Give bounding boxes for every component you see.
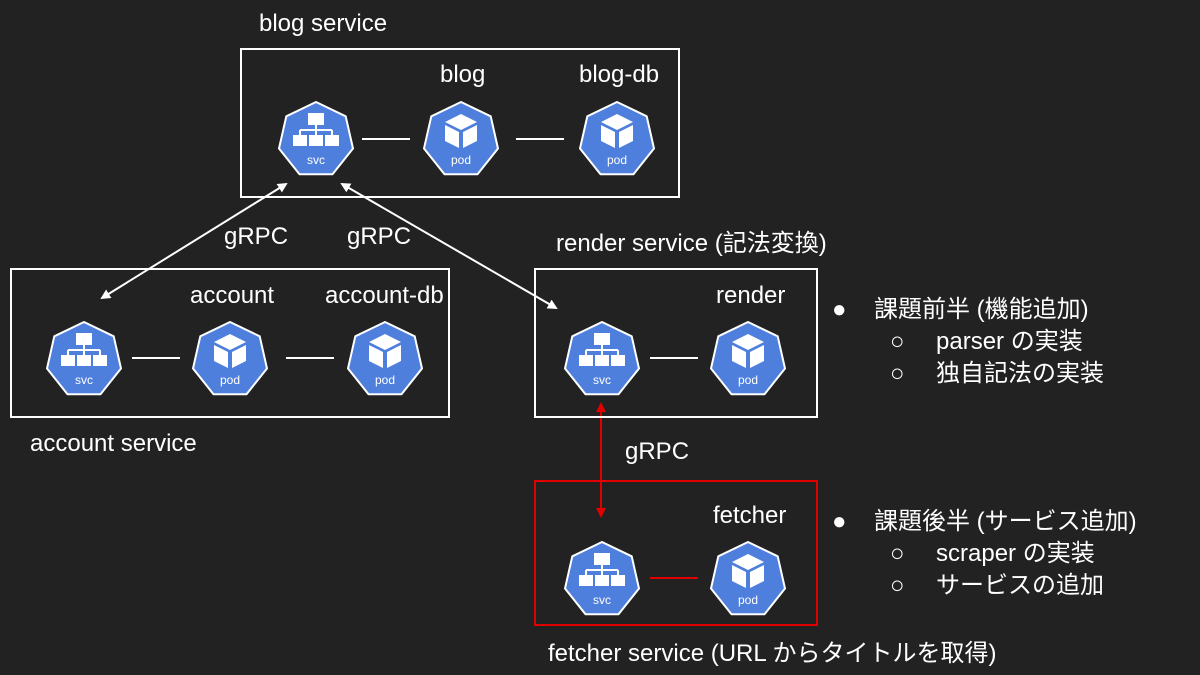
render-pod-label: render	[716, 282, 786, 309]
pod-icon-label: pod	[607, 153, 627, 167]
tasks-first-half-title-row: ● 課題前半 (機能追加)	[832, 294, 1104, 326]
render-blog-grpc-arrow	[340, 182, 558, 310]
fetcher-pod-icon: pod	[708, 538, 788, 618]
account-db-pod-label: account-db	[325, 282, 444, 309]
grpc-label-account-blog: gRPC	[224, 223, 289, 250]
render-svc-icon: svc	[562, 318, 642, 398]
account-pod-label: account	[190, 282, 275, 309]
svc-icon-label: svc	[307, 153, 325, 167]
tasks-second-half: ● 課題後半 (サービス追加) ○ scraper の実装 ○ サービスの追加	[832, 506, 1137, 602]
tasks-second-half-item: ○ scraper の実装	[832, 538, 1137, 570]
bullet-dot: ●	[832, 296, 847, 323]
tasks-second-half-item-text: scraper の実装	[936, 540, 1095, 567]
tasks-first-half-title: 課題前半 (機能追加)	[874, 296, 1089, 323]
tasks-first-half: ● 課題前半 (機能追加) ○ parser の実装 ○ 独自記法の実装	[832, 294, 1104, 390]
svc-icon-label: svc	[593, 373, 611, 387]
blog-service-box	[240, 48, 680, 198]
blog-service-title: blog service	[259, 10, 388, 37]
fetcher-service-box	[534, 480, 818, 626]
bullet-dot: ●	[832, 508, 847, 535]
tasks-second-half-item: ○ サービスの追加	[832, 570, 1137, 602]
blog-pod-label: blog	[440, 61, 486, 88]
pod-icon-label: pod	[375, 373, 395, 387]
account-service-box	[10, 268, 450, 418]
fetcher-service-title: fetcher service (URL からタイトルを取得)	[548, 640, 997, 667]
tasks-first-half-item-text: parser の実装	[936, 328, 1083, 355]
account-pod-icon: pod	[190, 318, 270, 398]
bullet-circle: ○	[890, 360, 905, 387]
account-service-title: account service	[30, 430, 197, 457]
tasks-first-half-item-text: 独自記法の実装	[936, 360, 1104, 387]
account-blog-grpc-arrow	[100, 182, 288, 300]
bullet-circle: ○	[890, 540, 905, 567]
grpc-label-render-fetcher: gRPC	[625, 438, 690, 465]
fetcher-pod-label: fetcher	[713, 502, 787, 529]
blog-pod-icon: pod	[421, 98, 501, 178]
bullet-circle: ○	[890, 328, 905, 355]
render-pod-icon: pod	[708, 318, 788, 398]
svc-icon-label: svc	[593, 593, 611, 607]
render-service-title: render service (記法変換)	[556, 230, 827, 257]
grpc-label-render-blog: gRPC	[347, 223, 412, 250]
fetcher-svc-icon: svc	[562, 538, 642, 618]
blog-db-pod-icon: pod	[577, 98, 657, 178]
account-db-pod-icon: pod	[345, 318, 425, 398]
render-service-box	[534, 268, 818, 418]
blog-db-pod-label: blog-db	[579, 61, 660, 88]
pod-icon-label: pod	[451, 153, 471, 167]
tasks-first-half-item: ○ parser の実装	[832, 326, 1104, 358]
pod-icon-label: pod	[738, 373, 758, 387]
blog-svc-icon: svc	[276, 98, 356, 178]
tasks-second-half-title-row: ● 課題後半 (サービス追加)	[832, 506, 1137, 538]
svc-icon-label: svc	[75, 373, 93, 387]
pod-icon-label: pod	[220, 373, 240, 387]
tasks-second-half-item-text: サービスの追加	[936, 572, 1104, 599]
tasks-second-half-title: 課題後半 (サービス追加)	[874, 508, 1137, 535]
account-svc-icon: svc	[44, 318, 124, 398]
bullet-circle: ○	[890, 572, 905, 599]
pod-icon-label: pod	[738, 593, 758, 607]
tasks-first-half-item: ○ 独自記法の実装	[832, 358, 1104, 390]
